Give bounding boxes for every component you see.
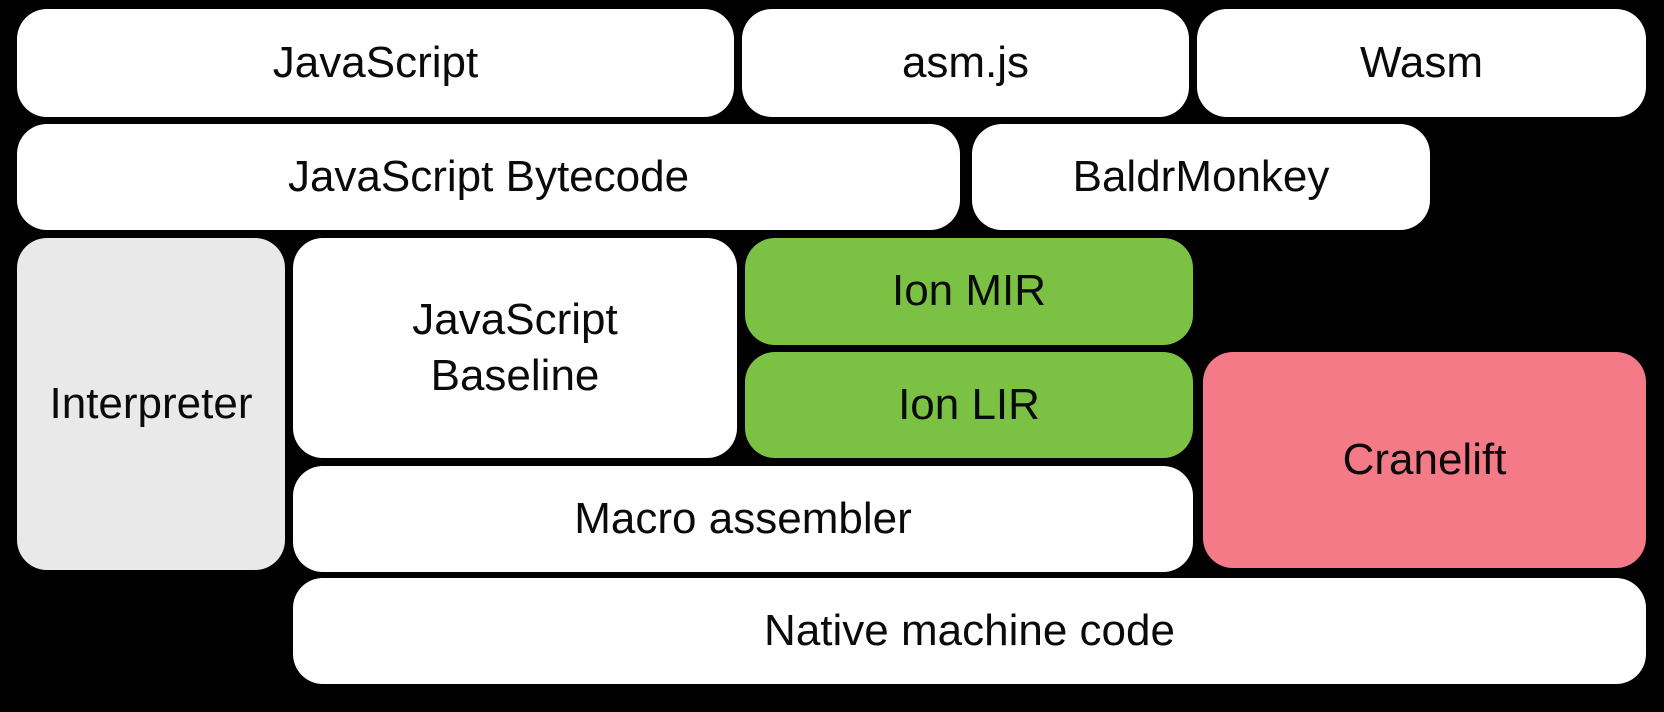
box-native-machine-code-label: Native machine code (764, 605, 1175, 655)
box-javascript-baseline-label-line2: Baseline (430, 351, 600, 400)
box-javascript-bytecode: JavaScript Bytecode (17, 124, 960, 230)
box-baldrmonkey-label: BaldrMonkey (1072, 151, 1330, 201)
box-wasm: Wasm (1197, 9, 1646, 117)
box-wasm-label: Wasm (1359, 37, 1484, 87)
box-native-machine-code: Native machine code (293, 578, 1646, 684)
box-cranelift: Cranelift (1203, 352, 1646, 568)
box-interpreter: Interpreter (17, 238, 285, 570)
box-javascript-baseline: JavaScript Baseline (293, 238, 737, 458)
box-baldrmonkey: BaldrMonkey (972, 124, 1430, 230)
box-interpreter-label: Interpreter (49, 378, 253, 428)
box-ion-mir-label: Ion MIR (891, 266, 1047, 316)
box-ion-lir-label: Ion LIR (898, 379, 1040, 429)
box-macro-assembler: Macro assembler (293, 466, 1193, 572)
box-javascript-label: JavaScript (272, 37, 479, 87)
box-javascript-baseline-label-line1: JavaScript (412, 294, 618, 344)
box-cranelift-label: Cranelift (1342, 434, 1507, 484)
box-javascript-bytecode-label: JavaScript Bytecode (287, 151, 690, 201)
box-asmjs: asm.js (742, 9, 1189, 117)
box-asmjs-label: asm.js (901, 37, 1030, 87)
box-macro-assembler-label: Macro assembler (574, 493, 912, 543)
box-javascript: JavaScript (17, 9, 734, 117)
box-ion-lir: Ion LIR (745, 352, 1193, 458)
box-ion-mir: Ion MIR (745, 238, 1193, 345)
